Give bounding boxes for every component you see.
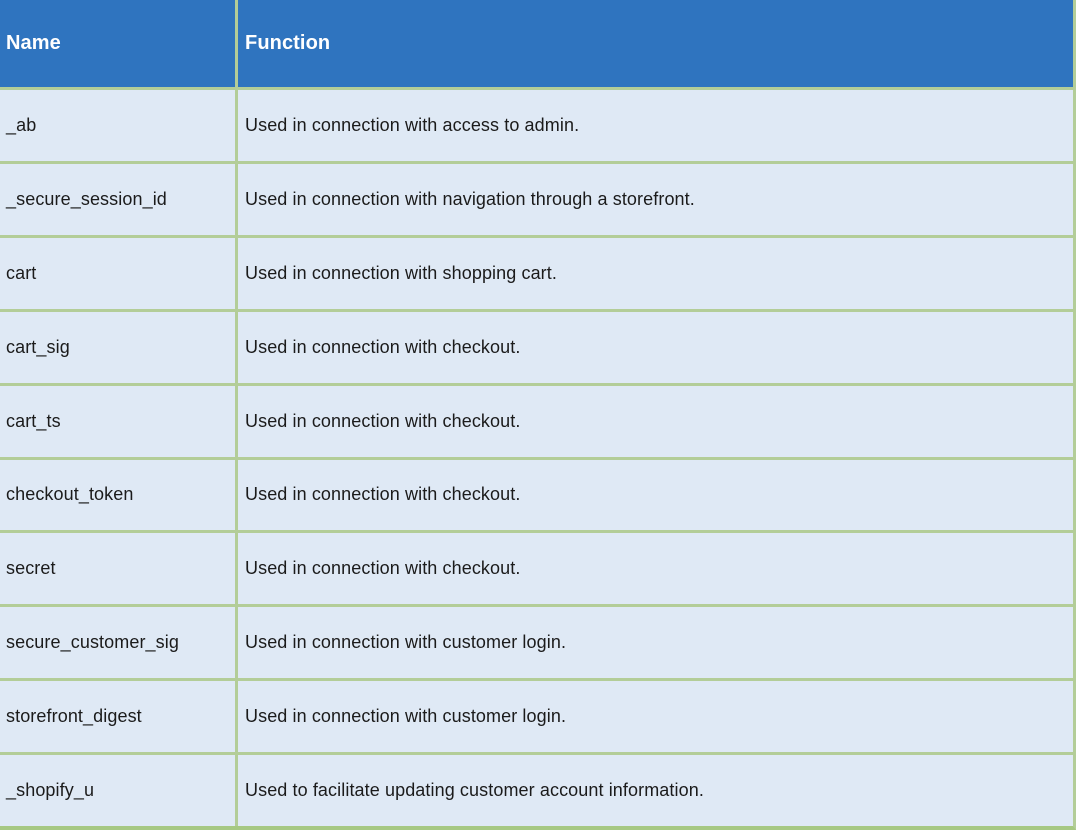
cell-cookie-name: cart_sig bbox=[0, 311, 238, 383]
table-row: _shopify_u Used to facilitate updating c… bbox=[0, 752, 1073, 827]
cell-cookie-name: cart bbox=[0, 237, 238, 309]
cell-cookie-name: secret bbox=[0, 533, 238, 605]
cell-cookie-function: Used in connection with checkout. bbox=[245, 410, 521, 431]
cell-cookie-function: Used in connection with checkout. bbox=[245, 336, 521, 357]
table-row: storefront_digest Used in connection wit… bbox=[0, 678, 1073, 753]
cell-cookie-function: Used in connection with shopping cart. bbox=[245, 262, 557, 283]
table-row: checkout_token Used in connection with c… bbox=[0, 456, 1073, 531]
table-row: secret Used in connection with checkout. bbox=[0, 530, 1073, 605]
header-cell-name: Name bbox=[0, 0, 238, 87]
cell-cookie-name: checkout_token bbox=[0, 459, 238, 531]
cell-cookie-name: secure_customer_sig bbox=[0, 607, 238, 679]
table-row: cart_sig Used in connection with checkou… bbox=[0, 308, 1073, 383]
cell-cookie-name: storefront_digest bbox=[0, 681, 238, 753]
cell-cookie-name: _shopify_u bbox=[0, 755, 238, 827]
cell-cookie-function: Used in connection with customer login. bbox=[245, 632, 567, 653]
cell-cookie-function: Used in connection with customer login. bbox=[245, 706, 567, 727]
table-row: _ab Used in connection with access to ad… bbox=[0, 87, 1073, 161]
cell-cookie-name: _secure_session_id bbox=[0, 163, 238, 235]
cell-cookie-function: Used in connection with checkout. bbox=[245, 558, 521, 579]
table-header-row: Name Function bbox=[0, 0, 1073, 87]
table-row: secure_customer_sig Used in connection w… bbox=[0, 604, 1073, 679]
header-cell-function: Function bbox=[245, 32, 331, 54]
table-row: _secure_session_id Used in connection wi… bbox=[0, 160, 1073, 235]
cell-cookie-name: cart_ts bbox=[0, 385, 238, 457]
cell-cookie-name: _ab bbox=[0, 90, 238, 161]
cell-cookie-function: Used in connection with checkout. bbox=[245, 484, 521, 505]
table-row: cart Used in connection with shopping ca… bbox=[0, 234, 1073, 309]
cell-cookie-function: Used in connection with navigation throu… bbox=[245, 188, 695, 209]
cell-cookie-function: Used to facilitate updating customer acc… bbox=[245, 780, 704, 801]
table-row: cart_ts Used in connection with checkout… bbox=[0, 382, 1073, 457]
cell-cookie-function: Used in connection with access to admin. bbox=[245, 114, 580, 135]
